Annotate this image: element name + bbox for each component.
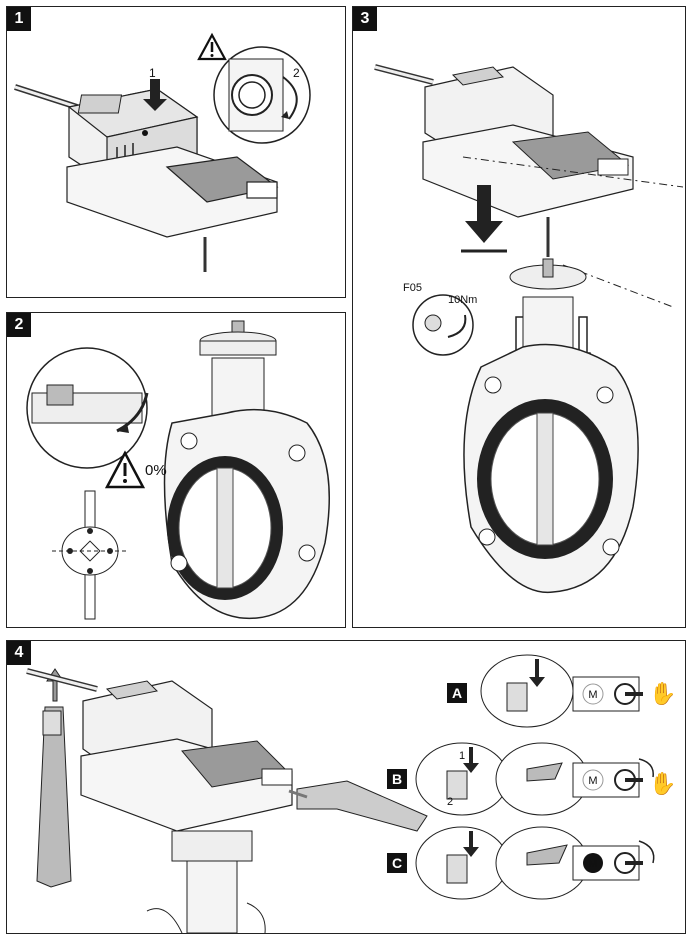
torque-label: 10Nm (448, 294, 477, 306)
option-badge-b: B (387, 769, 407, 789)
motor-icon: M (588, 775, 597, 787)
butterfly-valve (463, 343, 639, 594)
mode-indicator-c: M (572, 840, 655, 881)
step-badge: 3 (353, 7, 377, 31)
hand-icon: ✋ (649, 681, 676, 706)
warning-icon (104, 450, 146, 489)
detail-c (415, 826, 589, 900)
position-percent: 0% (145, 462, 167, 479)
step-label-1: 1 (459, 750, 465, 762)
rotate-arrow-icon (117, 423, 129, 433)
panel-3: 3 (352, 6, 686, 628)
panel-2: 2 0% (6, 312, 346, 628)
valve-alignment-illustration: 0% (26, 320, 330, 620)
down-arrow-icon (463, 831, 479, 857)
step-label-2: 2 (447, 796, 453, 808)
hand-icon: ✋ (649, 771, 676, 796)
step-label-2: 2 (293, 66, 300, 80)
detail-a (480, 654, 574, 728)
panel-1: 1 1 2 (6, 6, 346, 298)
mode-indicator-b: M ✋ (572, 758, 677, 798)
detail-magnifier (412, 294, 474, 356)
warning-icon (197, 32, 227, 61)
release-button (77, 94, 123, 114)
down-arrow-icon (529, 659, 545, 687)
step-label-1: 1 (149, 66, 156, 80)
down-arrow-icon (143, 79, 167, 111)
actuator-illustration: 1 2 (14, 32, 311, 272)
detail-b: 1 2 (415, 742, 589, 816)
motor-icon: M (588, 689, 597, 701)
option-badge-c: C (387, 853, 407, 873)
rotate-arrow-icon (638, 758, 654, 778)
rotate-arrow-icon (281, 111, 289, 119)
flange-label: F05 (403, 282, 422, 294)
step-badge: 4 (7, 641, 31, 665)
butterfly-valve (163, 408, 330, 620)
panel-4: 4 (6, 640, 686, 934)
rotate-arrow-icon (447, 314, 467, 338)
manual-override-illustration: 1 2 M ✋ M ✋ (26, 654, 677, 933)
override-key (296, 780, 428, 832)
step-badge: 2 (7, 313, 31, 337)
down-arrow-icon (461, 185, 507, 253)
rotate-arrow-icon (638, 840, 655, 864)
step-badge: 1 (7, 7, 31, 31)
motor-icon: M (588, 858, 597, 870)
crank-handle (36, 706, 72, 888)
down-arrow-icon (463, 747, 479, 773)
shaft-diagram (52, 490, 129, 620)
mode-indicator-a: M ✋ (572, 676, 677, 712)
mounting-illustration: F05 10Nm (374, 64, 684, 594)
option-badge-a: A (447, 683, 467, 703)
